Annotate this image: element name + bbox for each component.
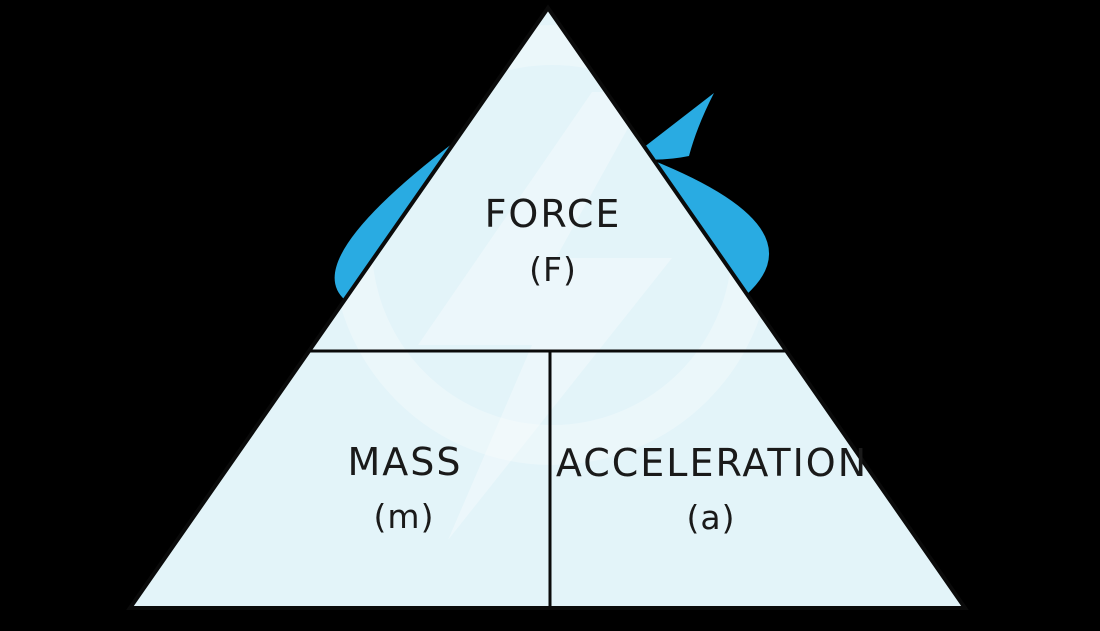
- logo-swoosh-right: [652, 160, 770, 295]
- triangle-body: [130, 8, 965, 608]
- logo-bolt-tip-icon: [630, 93, 714, 160]
- acceleration-label: ACCELERATION: [556, 441, 868, 485]
- mass-label: MASS: [347, 440, 462, 484]
- force-label: FORCE: [485, 192, 622, 236]
- acceleration-symbol: (a): [687, 498, 736, 537]
- triangle-outline: [126, 4, 969, 610]
- force-symbol: (F): [529, 250, 577, 289]
- watermark-bolt-icon: [418, 92, 672, 540]
- mass-symbol: (m): [374, 497, 435, 536]
